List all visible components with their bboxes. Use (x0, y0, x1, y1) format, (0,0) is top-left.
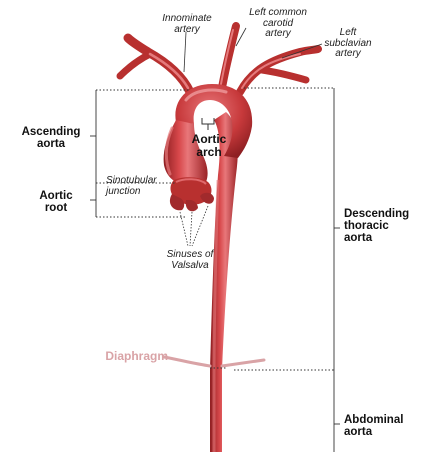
label-ascending-aorta: Ascending aorta (16, 126, 86, 150)
aortic-root (170, 177, 214, 211)
label-sinotubular-junction: Sinotubular junction (106, 176, 176, 197)
label-aortic-arch: Aortic arch (186, 133, 232, 158)
label-innominate-artery: Innominate artery (152, 14, 222, 35)
label-left-subclavian: Left subclavian artery (318, 28, 378, 60)
label-sinuses-of-valsalva: Sinuses of Valsalva (150, 250, 230, 271)
label-aortic-root: Aortic root (28, 190, 84, 214)
label-diaphragm: Diaphragm (92, 350, 168, 363)
innominate-branch-left (120, 54, 150, 76)
label-descending-thoracic-aorta: Descending thoracic aorta (344, 208, 424, 244)
left-common-carotid-vessel (222, 26, 236, 88)
label-abdominal-aorta: Abdominal aorta (344, 414, 420, 438)
subclavian-branch-lower (262, 70, 306, 80)
label-left-common-carotid: Left common carotid artery (240, 8, 316, 40)
